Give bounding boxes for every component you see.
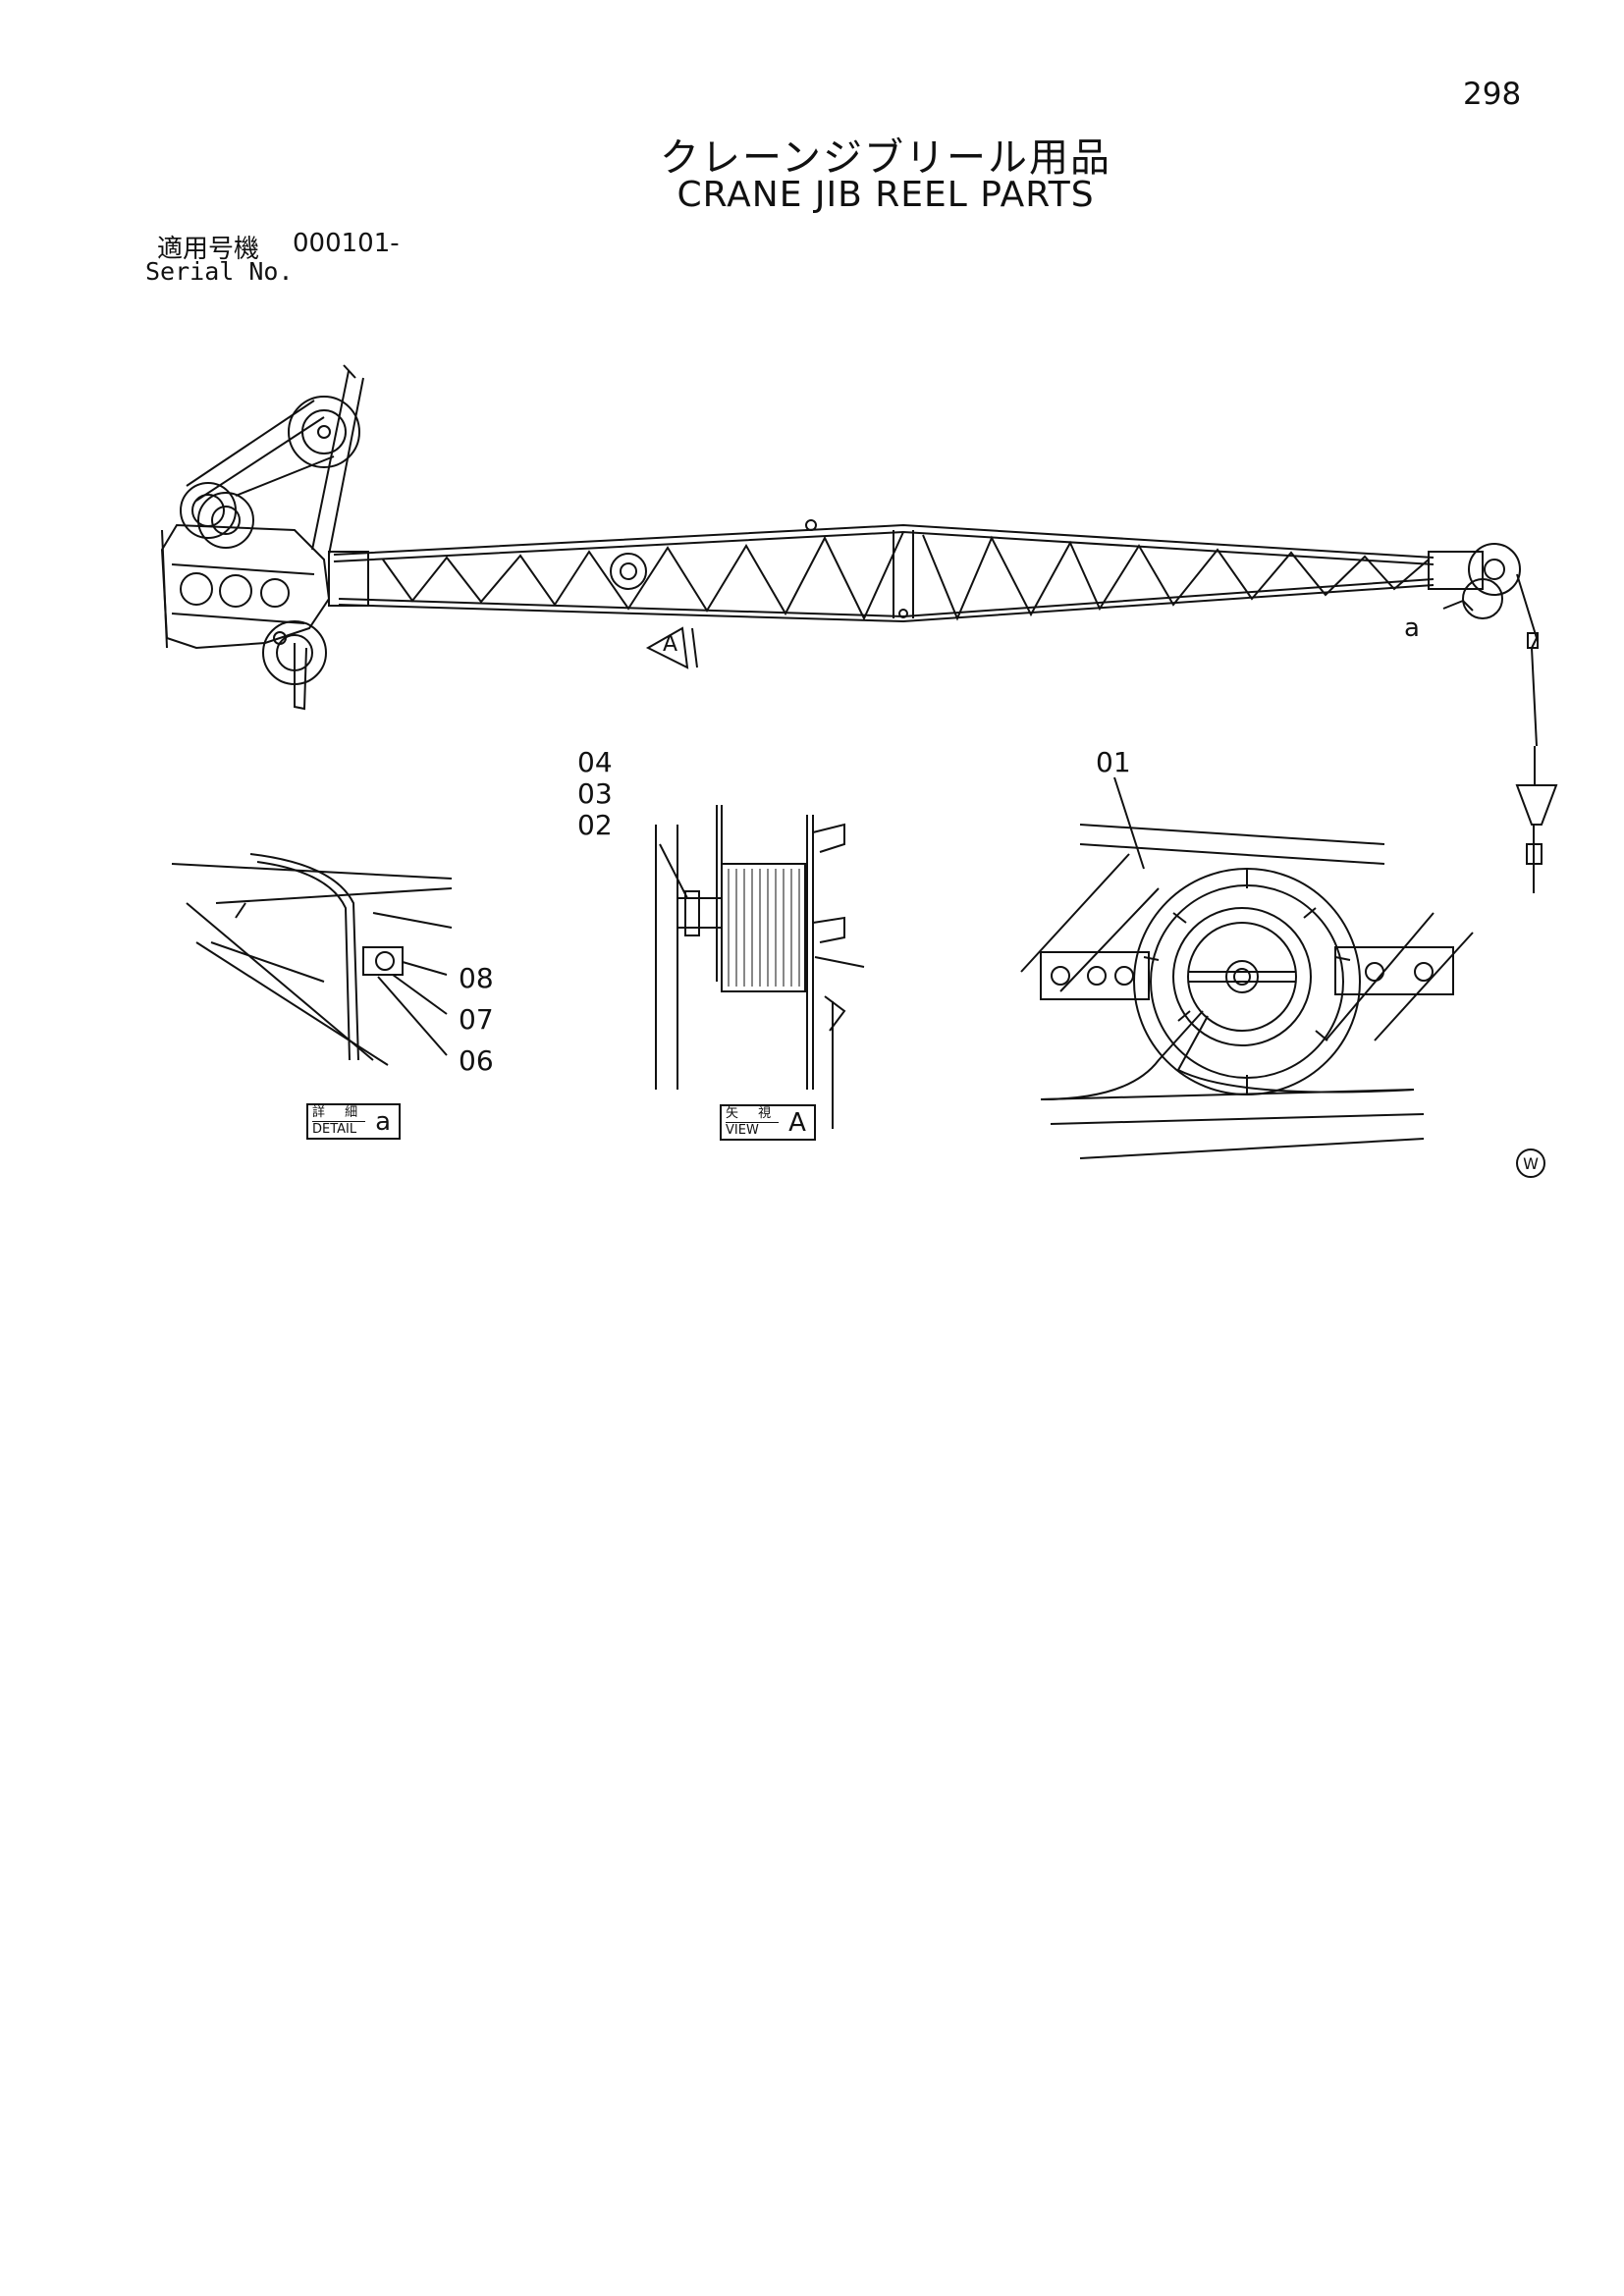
callout-02: 02 bbox=[577, 809, 613, 841]
callout-06: 06 bbox=[459, 1044, 494, 1077]
serial-label-english: Serial No. bbox=[145, 257, 294, 286]
serial-label-japanese: 適用号機 bbox=[157, 235, 260, 264]
serial-number-value: 000101- bbox=[293, 229, 400, 258]
base-sheaves bbox=[180, 364, 364, 711]
view-caption-japanese: 矢 視 bbox=[726, 1106, 780, 1121]
view-arrow-label: A bbox=[663, 632, 678, 657]
boom-base bbox=[160, 523, 331, 650]
jib-head bbox=[1442, 543, 1558, 893]
jib-lattice bbox=[328, 519, 1484, 623]
detail-caption-english: DETAIL bbox=[312, 1121, 366, 1138]
callout-04: 04 bbox=[577, 746, 613, 778]
callout-07: 07 bbox=[459, 1003, 494, 1036]
circled-w-symbol: W bbox=[1516, 1148, 1545, 1178]
callout-01: 01 bbox=[1096, 746, 1131, 778]
page-title-japanese: クレーンジブリール用品 bbox=[660, 135, 1111, 181]
detail-caption-letter: a bbox=[375, 1106, 392, 1137]
view-caption-letter: A bbox=[788, 1107, 806, 1138]
detail-a-caption: 詳 細 DETAIL a bbox=[306, 1103, 402, 1140]
detail-a-marker: a bbox=[1404, 614, 1420, 643]
callout-03: 03 bbox=[577, 777, 613, 810]
view-caption-english: VIEW bbox=[726, 1122, 780, 1139]
callout-08: 08 bbox=[459, 962, 494, 994]
detail-caption-japanese: 詳 細 bbox=[312, 1105, 366, 1120]
page-title-english: CRANE JIB REEL PARTS bbox=[677, 175, 1095, 215]
view-a-caption: 矢 視 VIEW A bbox=[720, 1104, 816, 1141]
page-number: 298 bbox=[1463, 77, 1522, 112]
view-arrow-a bbox=[645, 626, 698, 669]
